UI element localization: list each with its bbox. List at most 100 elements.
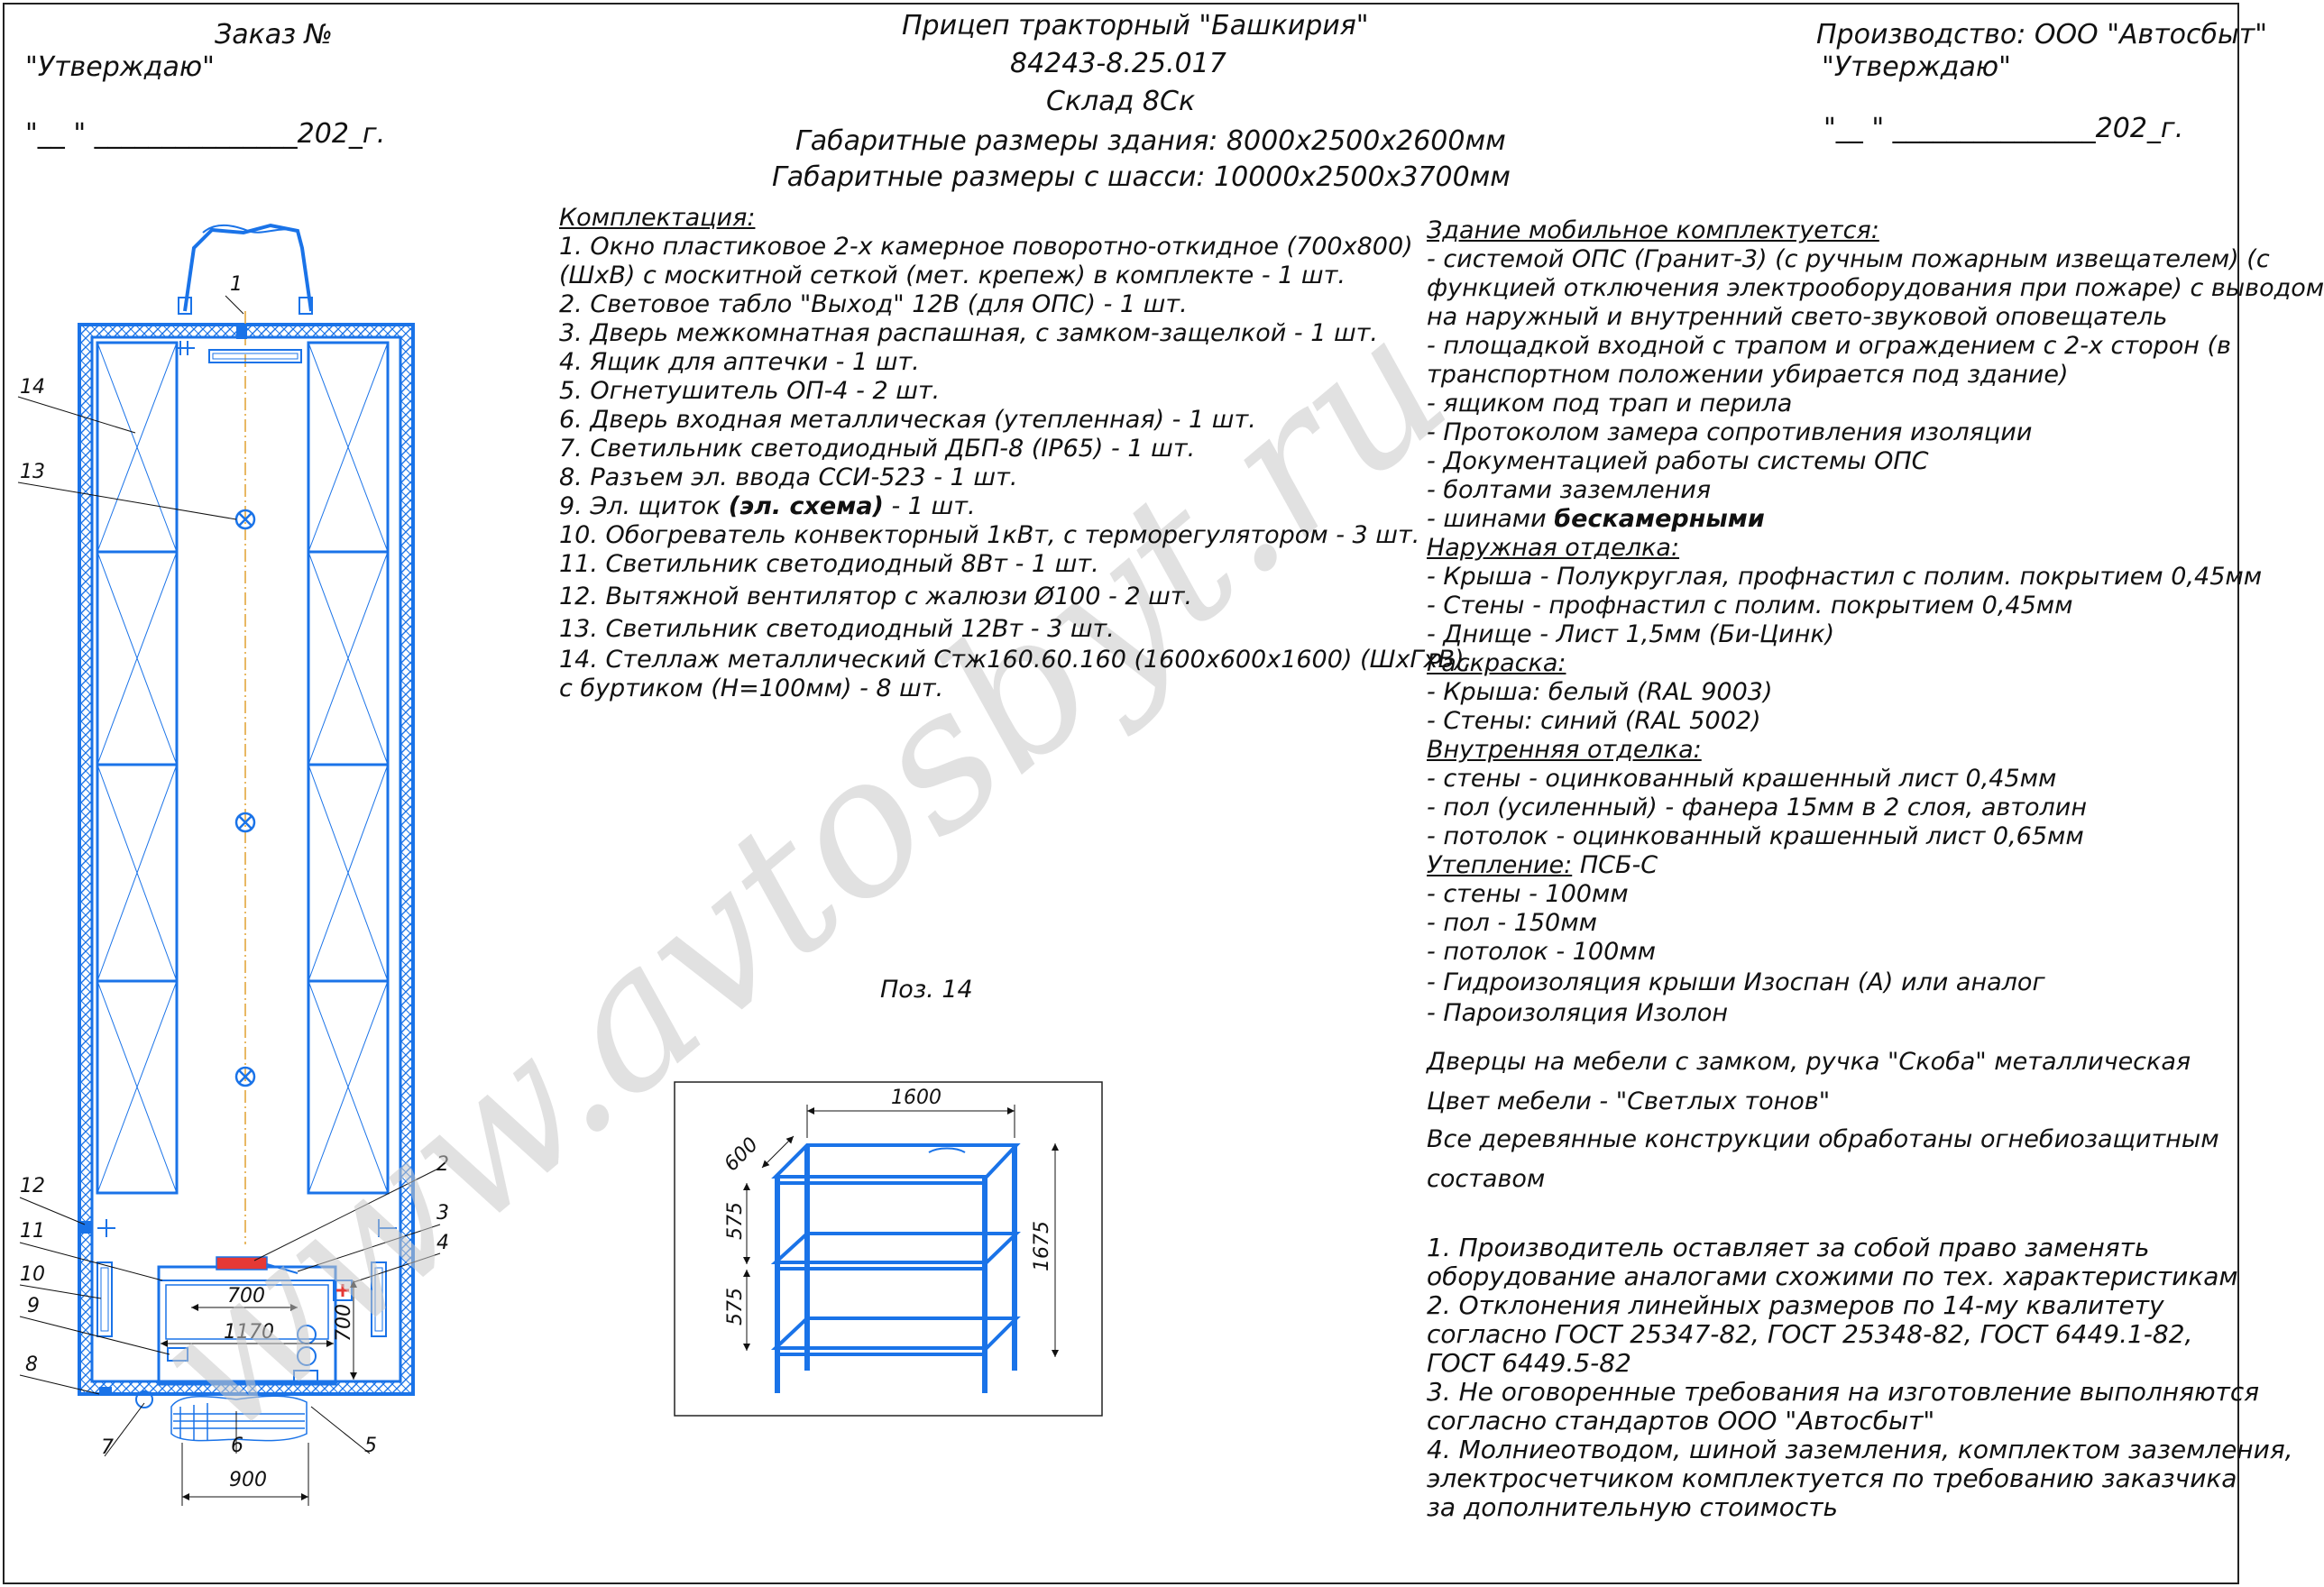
shelf-detail: 1600 600 1675 575 575 (674, 1081, 1103, 1417)
dim-partition: 1170 (224, 1321, 274, 1344)
tires-tubeless: бескамерными (1554, 505, 1765, 533)
callout-6: 6 (231, 1435, 243, 1457)
paint-item: - Стены: синий (RAL 5002) (1427, 707, 1761, 735)
note-line: согласно ГОСТ 25347-82, ГОСТ 25348-82, Г… (1427, 1319, 2193, 1349)
dim-door: 700 (333, 1304, 355, 1342)
insulation-material: ПСБ-С (1572, 851, 1658, 879)
building-item: - системой ОПС (Гранит-3) (с ручным пожа… (1427, 245, 2270, 273)
drawing-graphics: 900 700 1170 700 (3, 3, 2239, 1584)
equipment-item: 3. Дверь межкомнатная распашная, с замко… (559, 319, 1378, 347)
ceiling-light-icon (234, 509, 256, 1087)
approve-right: "Утверждаю" (1822, 51, 2011, 83)
callout-12: 12 (20, 1175, 45, 1197)
insulation-item: - стены - 100мм (1427, 880, 1629, 908)
equipment-item: 1. Окно пластиковое 2-х камерное поворот… (559, 233, 1413, 261)
callout-8: 8 (25, 1353, 38, 1376)
paint-item: - Крыша: белый (RAL 9003) (1427, 678, 1773, 706)
heater-top (208, 349, 302, 363)
building-item-tires: - шинами бескамерными (1427, 507, 1765, 531)
sheet-frame (3, 3, 2239, 1584)
note-line: 4. Молниеотводом, шиной заземления, комп… (1427, 1435, 2293, 1464)
insulation-item: - Гидроизоляция крыши Изоспан (А) или ан… (1427, 968, 2045, 996)
equipment-item: 5. Огнетушитель ОП-4 - 2 шт. (559, 377, 941, 405)
heater-left (96, 1261, 113, 1337)
callout-2: 2 (436, 1153, 449, 1176)
outer-finish-title: Наружная отделка: (1427, 534, 1680, 562)
callout-3: 3 (436, 1202, 449, 1225)
drawing-sheet: 900 700 1170 700 (3, 3, 2324, 1584)
callout-14: 14 (20, 376, 45, 399)
furniture-note: составом (1427, 1165, 1546, 1193)
outer-finish-item: - Стены - профнастил с полим. покрытием … (1427, 592, 2073, 619)
dim-shelf-depth: 600 (721, 1133, 763, 1176)
inner-finish-item: - пол (усиленный) - фанера 15мм в 2 слоя… (1427, 794, 2088, 821)
dim-shelf-tier2: 575 (724, 1288, 747, 1326)
furniture-note: Цвет мебели - "Светлых тонов" (1427, 1087, 1831, 1115)
heater-right (371, 1261, 387, 1337)
insulation-item: - Пароизоляция Изолон (1427, 999, 1729, 1027)
entrance-stairs (170, 1395, 308, 1442)
furniture-note: Дверцы на мебели с замком, ручка "Скоба"… (1427, 1048, 2191, 1076)
insulation-item: - пол - 150мм (1427, 909, 1597, 937)
shelf-detail-frame (674, 1081, 1103, 1417)
callout-10: 10 (20, 1263, 45, 1286)
equipment-item: 12. Вытяжной вентилятор с жалюзи Ø100 - … (559, 583, 1193, 610)
insulation-heading: Утепление: ПСБ-С (1427, 853, 1658, 877)
shelving-left (96, 341, 179, 1195)
equipment-item: 10. Обогреватель конвекторный 1кВт, с те… (559, 521, 1420, 549)
title-line-1: Прицеп тракторный "Башкирия" (902, 10, 1369, 41)
building-item: транспортном положении убирается под зда… (1427, 361, 2069, 389)
date-line-left: "__ " _______________202_г. (25, 118, 386, 150)
outer-finish-item: - Днище - Лист 1,5мм (Би-Цинк) (1427, 620, 1835, 648)
dim-porch: 900 (229, 1469, 267, 1491)
callout-5: 5 (364, 1435, 377, 1457)
fan-icon-left (81, 1221, 92, 1234)
equipment-item: 4. Ящик для аптечки - 1 шт. (559, 348, 920, 376)
building-item: - Документацией работы системы ОПС (1427, 447, 1929, 475)
producer: Производство: ООО "Автосбыт" (1816, 19, 2267, 50)
equipment-item: 13. Светильник светодиодный 12Вт - 3 шт. (559, 615, 1115, 643)
equipment-item: 2. Световое табло "Выход" 12В (для ОПС) … (559, 290, 1188, 318)
equipment-item: 14. Стеллаж металлический Стж160.60.160 … (559, 646, 1473, 674)
building-item: - ящиком под трап и перила (1427, 390, 1793, 417)
building-item: на наружный и внутренний свето-звуковой … (1427, 303, 2168, 331)
dim-shelf-tier1: 575 (724, 1202, 747, 1240)
note-line: 1. Производитель оставляет за собой прав… (1427, 1233, 2150, 1262)
tires-pre: - шинами (1427, 505, 1555, 533)
approve-left: "Утверждаю" (25, 51, 215, 83)
note-line: за дополнительную стоимость (1427, 1492, 1839, 1522)
dim-window: 700 (227, 1285, 265, 1307)
equipment-item: (ШхВ) с москитной сеткой (мет. крепеж) в… (559, 261, 1346, 289)
note-line: электросчетчиком комплектуется по требов… (1427, 1463, 2237, 1493)
shelving-right (307, 341, 390, 1195)
callout-11: 11 (20, 1220, 45, 1243)
note-line: 2. Отклонения линейных размеров по 14-му… (1427, 1290, 2164, 1320)
note-line: 3. Не оговоренные требования на изготовл… (1427, 1377, 2260, 1407)
floor-plan: 900 700 1170 700 (17, 223, 449, 1506)
outer-finish-item: - Крыша - Полукруглая, профнастил с поли… (1427, 563, 2263, 591)
note-line: оборудование аналогами схожими по тех. х… (1427, 1261, 2238, 1291)
equipment-title: Комплектация: (559, 204, 756, 232)
date-line-right: "__ " _______________202_г. (1823, 113, 2184, 144)
insulation-item: - потолок - 100мм (1427, 938, 1657, 966)
inner-finish-title: Внутренняя отделка: (1427, 736, 1702, 764)
power-connector (99, 1387, 112, 1396)
title-line-4: Габаритные размеры здания: 8000х2500х260… (795, 125, 1506, 157)
dim-shelf-width: 1600 (891, 1087, 942, 1109)
callout-7: 7 (101, 1436, 114, 1459)
fan-icon-top (177, 341, 195, 355)
insulation-title: Утепление: (1427, 851, 1573, 879)
equipment-item: 8. Разъем эл. ввода ССИ-523 - 1 шт. (559, 463, 1018, 491)
inner-finish-item: - стены - оцинкованный крашенный лист 0,… (1427, 765, 2057, 793)
title-line-2: 84243-8.25.017 (1010, 48, 1226, 79)
title-line-3: Склад 8Ск (1046, 86, 1196, 117)
dim-shelf-height: 1675 (1031, 1221, 1053, 1271)
order-number: Заказ № (215, 19, 333, 50)
equipment-item-9: 9. Эл. щиток (эл. схема) - 1 шт. (559, 494, 976, 518)
item9-post: - 1 шт. (883, 492, 976, 520)
inner-finish-item: - потолок - оцинкованный крашенный лист … (1427, 822, 2084, 850)
note-line: согласно стандартов ООО "Автосбыт" (1427, 1406, 1935, 1436)
tow-hitch (183, 223, 313, 312)
electrical-scheme: (эл. схема) (728, 492, 884, 520)
building-item: функцией отключения электрооборудования … (1427, 274, 2324, 302)
